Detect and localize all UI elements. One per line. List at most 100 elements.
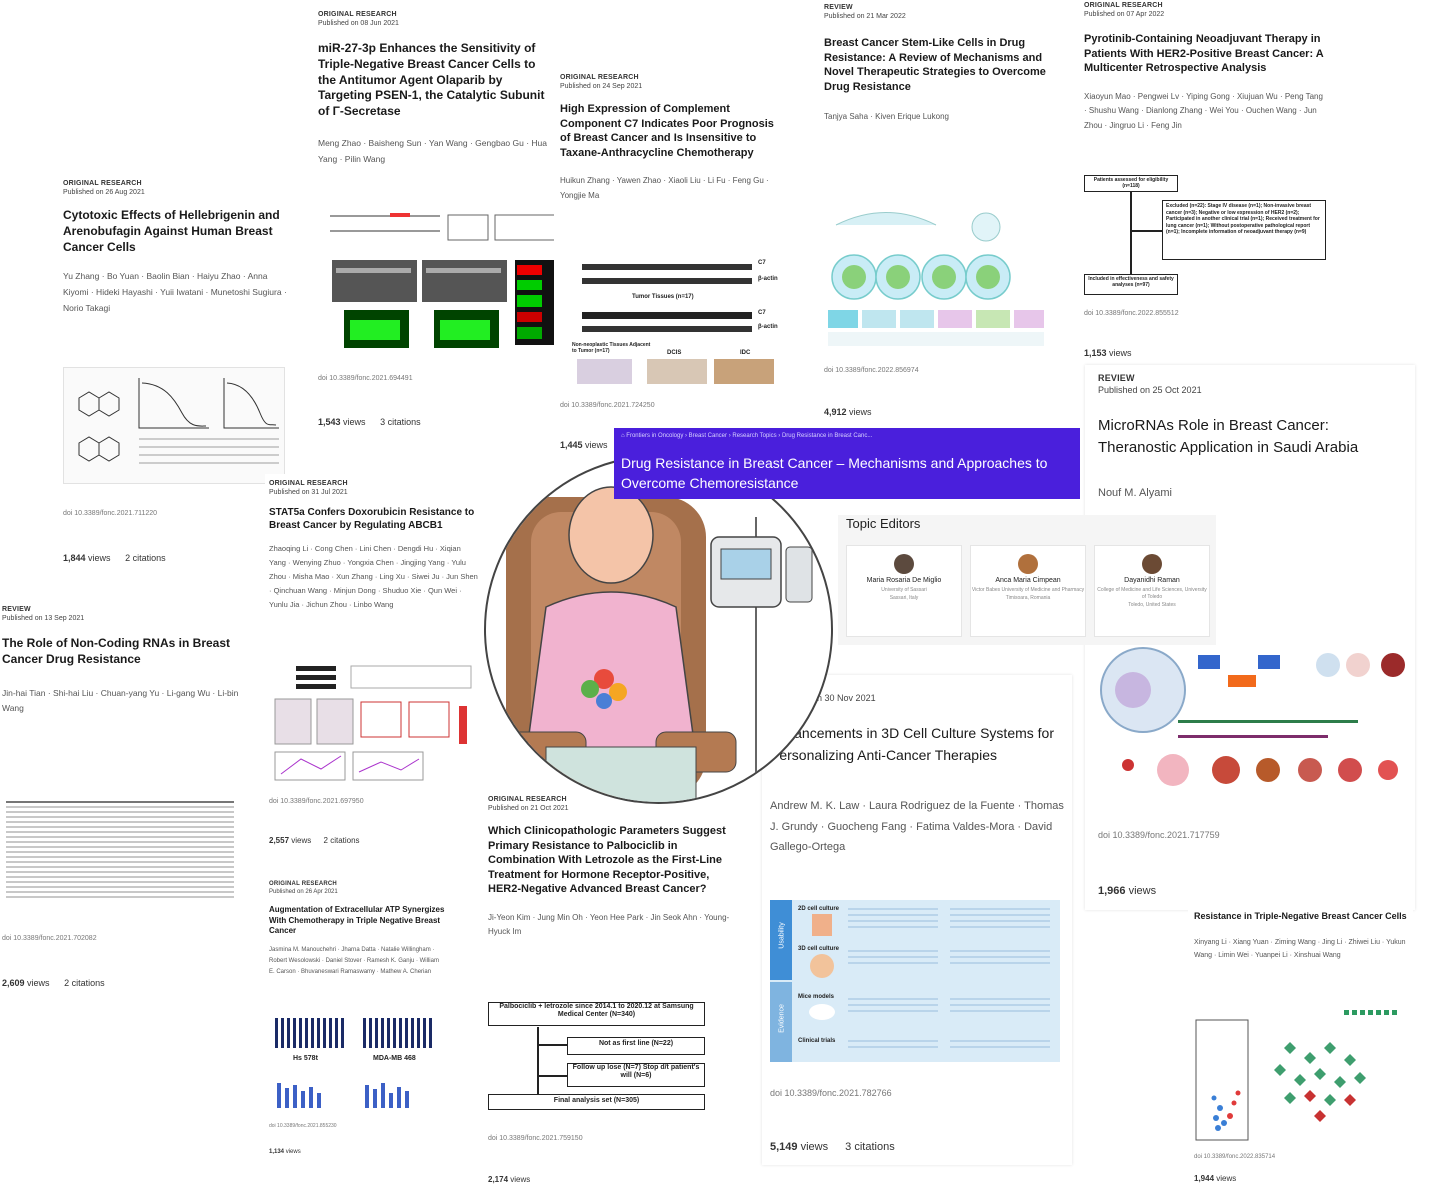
article-card-noncoding[interactable]: REVIEW Published on 13 Sep 2021 The Role… [0,598,248,998]
article-card-stem-cells[interactable]: REVIEW Published on 21 Mar 2022 Breast C… [818,0,1063,425]
breadcrumb-item-topics[interactable]: Research Topics [732,433,777,439]
article-authors: Zhaoqing Li · Cong Chen · Lini Chen · De… [269,544,478,609]
flow-connector [1130,192,1132,274]
views-label: views [800,1141,829,1153]
article-doi[interactable]: doi 10.3389/fonc.2021.702082 [2,935,97,942]
editor-name[interactable]: Maria Rosaria De Miglio [866,577,942,584]
views-label: views [849,407,872,417]
article-stats: 2,557 views 2 citations [269,836,360,845]
article-doi[interactable]: doi 10.3389/fonc.2021.782766 [770,1088,892,1098]
article-card-cytotoxic[interactable]: ORIGINAL RESEARCH Published on 26 Aug 20… [55,172,295,572]
article-stats: 1,844 views 2 citations [63,553,166,563]
article-title[interactable]: Which Clinicopathologic Parameters Sugge… [488,825,726,896]
publish-date: Published on 13 Sep 2021 [2,615,85,622]
view-count: 2,557 [269,836,290,845]
breadcrumb-item-journal[interactable]: Frontiers in Oncology [626,433,684,439]
publish-date: Published on 26 Apr 2021 [269,889,338,895]
article-type: ORIGINAL RESEARCH [560,74,639,81]
article-doi[interactable]: doi 10.3389/fonc.2021.697950 [269,798,364,805]
flow-connector-h2 [537,1075,567,1077]
editor-card-3[interactable]: Dayanidhi Raman College of Medicine and … [1094,545,1210,637]
article-doi[interactable]: doi 10.3389/fonc.2022.856974 [824,367,919,374]
article-authors: Yu Zhang · Bo Yuan · Baolin Bian · Haiyu… [63,271,287,313]
topic-editors-heading: Topic Editors [846,516,921,531]
article-doi[interactable]: doi 10.3389/fonc.2021.711220 [63,510,158,517]
article-figure [271,664,477,784]
research-topic-banner: ⌂ Frontiers in Oncology › Breast Cancer … [614,428,1080,499]
article-figure [330,210,560,350]
article-stats: 4,912 views [824,407,872,417]
publish-date: Published on 30 Nov 2021 [770,693,876,703]
article-figure: C7 β-actin Tumor Tissues (n=17) C7 β-act… [562,254,784,384]
views-label: views [585,440,608,450]
view-count: 2,609 [2,978,25,988]
topic-title: Drug Resistance in Breast Cancer – Mecha… [621,454,1047,493]
citation-count: 3 citations [380,417,421,427]
views-label: views [291,836,312,845]
article-title[interactable]: STAT5a Confers Doxorubicin Resistance to… [269,507,475,532]
views-label: views [285,1149,301,1155]
mirna-pathway-diagram [1100,647,1405,786]
editor-name[interactable]: Dayanidhi Raman [1124,577,1180,584]
article-card-3d-culture[interactable]: REVIEW Published on 30 Nov 2021 Advancem… [762,675,1072,1165]
blot-label-c7-bottom: C7 [758,310,766,316]
article-type: ORIGINAL RESEARCH [269,480,348,487]
breadcrumb-item-section[interactable]: Breast Cancer [688,433,728,439]
article-doi[interactable]: doi 10.3389/fonc.2021.717759 [1098,830,1220,840]
article-title[interactable]: MicroRNAs Role in Breast Cancer: Therano… [1098,417,1359,456]
flow-box-final: Final analysis set (N=305) [488,1094,705,1110]
article-type: ORIGINAL RESEARCH [1084,2,1163,9]
flow-box-start: Palbociclib + letrozole since 2014.1 to … [488,1002,705,1026]
article-card-tnbc-resistance[interactable]: Resistance in Triple-Negative Breast Can… [1188,910,1413,1186]
breadcrumb-item-current[interactable]: Drug Resistance in Breast Canc... [781,433,873,439]
view-count: 1,966 [1098,885,1126,897]
usability-axis [770,900,792,980]
views-label: views [27,978,50,988]
article-stats: 1,134 views [269,1149,301,1155]
view-count: 1,445 [560,440,583,450]
editor-card-2[interactable]: Anca Maria Cimpean Victor Babes Universi… [970,545,1086,637]
article-card-stat5a[interactable]: ORIGINAL RESEARCH Published on 31 Jul 20… [265,474,483,854]
article-card-c7[interactable]: ORIGINAL RESEARCH Published on 24 Sep 20… [554,64,789,454]
article-figure [826,205,1048,350]
editor-name[interactable]: Anca Maria Cimpean [995,577,1061,584]
article-type: REVIEW [824,4,853,11]
editor-affiliation: College of Medicine and Life Sciences, U… [1097,587,1207,600]
avatar [1142,554,1162,574]
article-doi[interactable]: doi 10.3389/fonc.2022.855512 [1084,310,1179,317]
article-card-pyrotinib[interactable]: ORIGINAL RESEARCH Published on 07 Apr 20… [1078,0,1333,365]
citation-count: 2 citations [64,978,105,988]
article-title[interactable]: The Role of Non-Coding RNAs in Breast Ca… [2,636,230,666]
editor-card-1[interactable]: Maria Rosaria De Miglio University of Sa… [846,545,962,637]
article-doi[interactable]: doi 10.3389/fonc.2021.759150 [488,1135,583,1142]
article-type: ORIGINAL RESEARCH [488,796,567,803]
article-title[interactable]: Pyrotinib-Containing Neoadjuvant Therapy… [1084,33,1324,75]
flow-connector-h [1130,230,1162,232]
article-title[interactable]: High Expression of Complement Component … [560,103,774,159]
article-card-mir27[interactable]: ORIGINAL RESEARCH Published on 08 Jun 20… [312,0,562,432]
avatar [1018,554,1038,574]
article-title[interactable]: miR-27-3p Enhances the Sensitivity of Tr… [318,41,545,119]
article-doi[interactable]: doi 10.3389/fonc.2021.724250 [560,402,655,409]
article-title[interactable]: Augmentation of Extracellular ATP Synerg… [269,905,445,936]
article-title[interactable]: Breast Cancer Stem-Like Cells in Drug Re… [824,37,1046,93]
article-doi[interactable]: doi 10.3389/fonc.2022.835714 [1194,1154,1276,1160]
article-title[interactable]: Resistance in Triple-Negative Breast Can… [1194,911,1407,921]
article-card-palbociclib[interactable]: ORIGINAL RESEARCH Published on 21 Oct 20… [482,790,742,1184]
view-count: 1,134 [269,1149,285,1155]
blot-label-actin-bottom: β-actin [758,324,778,330]
article-title[interactable]: Cytotoxic Effects of Hellebrigenin and A… [63,208,280,254]
breadcrumb: ⌂ Frontiers in Oncology › Breast Cancer … [621,433,873,439]
article-doi[interactable]: doi 10.3389/fonc.2021.855230 [269,1123,337,1129]
article-title[interactable]: Advancements in 3D Cell Culture Systems … [770,725,1054,763]
stem-cell-diagram [828,212,1044,346]
publish-date: Published on 26 Aug 2021 [63,189,145,196]
flow-eligibility-box: Patients assessed for eligibility (n=118… [1084,175,1178,192]
stat5a-figure [274,665,472,781]
views-label: views [1109,348,1132,358]
home-icon[interactable]: ⌂ [621,433,625,439]
article-card-atp[interactable]: ORIGINAL RESEARCH Published on 26 Apr 20… [265,875,450,1165]
blot-label-c7-top: C7 [758,260,766,266]
article-doi[interactable]: doi 10.3389/fonc.2021.694491 [318,375,413,382]
article-authors: Xiaoyun Mao · Pengwei Lv · Yiping Gong ·… [1084,91,1323,131]
